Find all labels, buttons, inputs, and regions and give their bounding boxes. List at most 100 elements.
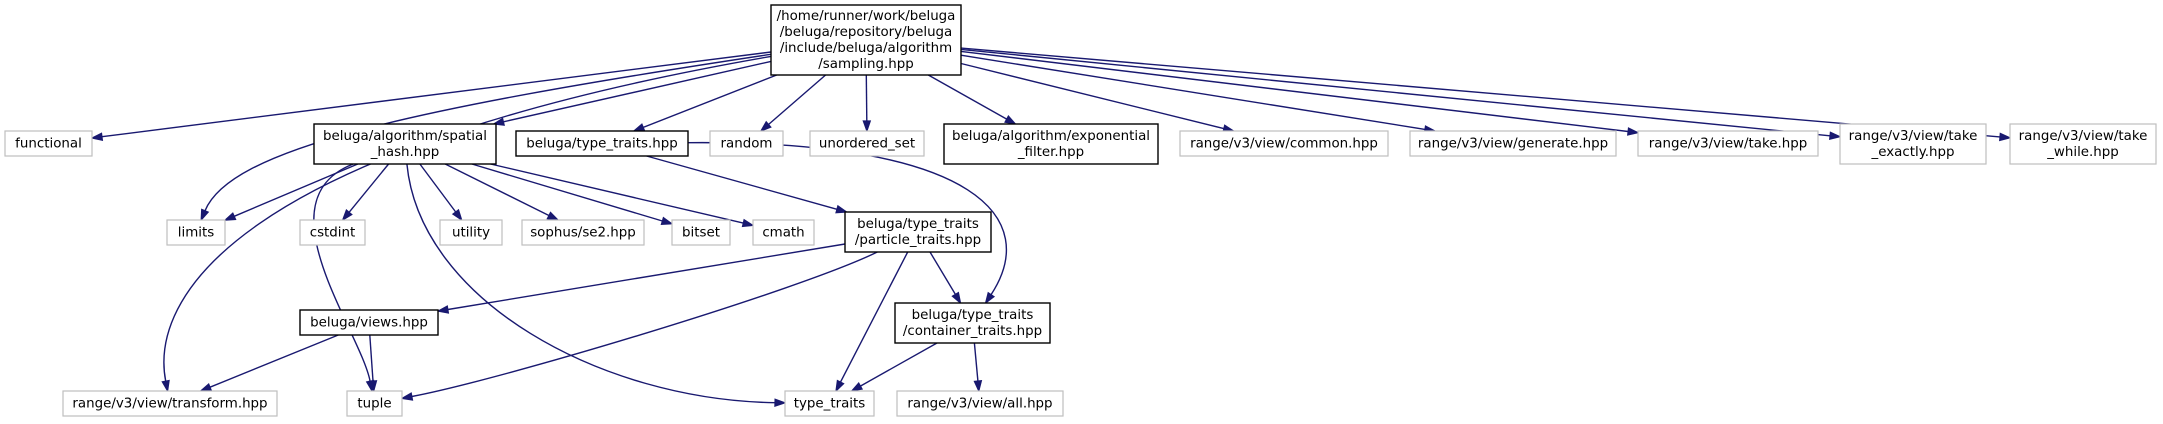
- node-label: random: [721, 137, 773, 152]
- arrowhead-icon: [774, 398, 787, 408]
- edge-root-to-view_take: [960, 50, 1640, 136]
- node-view_generate: range/v3/view/generate.hpp: [1409, 130, 1617, 157]
- edge-spatial_hash-to-cmath: [490, 163, 755, 228]
- edge-spatial_hash-to-std_type_traits: [406, 163, 787, 408]
- node-label: beluga/type_traits.hpp: [526, 137, 677, 152]
- node-cstdint: cstdint: [299, 219, 366, 246]
- arrowhead-icon: [850, 381, 864, 392]
- edge-particle_traits-to-std_type_traits: [835, 251, 909, 393]
- node-label: unordered_set: [819, 137, 915, 152]
- edge-views_hpp-to-tuple: [368, 334, 378, 393]
- node-type_traits_hpp[interactable]: beluga/type_traits.hpp: [515, 130, 689, 157]
- edge-line: [642, 74, 777, 129]
- edge-line: [960, 50, 1629, 133]
- node-sophus_se2: sophus/se2.hpp: [521, 219, 645, 246]
- edge-root-to-type_traits_hpp: [632, 74, 777, 132]
- edge-line: [406, 163, 776, 404]
- node-label: beluga/algorithm/spatial: [323, 129, 487, 144]
- arrowhead-icon: [451, 208, 463, 222]
- node-container_traits[interactable]: beluga/type_traits/container_traits.hpp: [894, 302, 1051, 344]
- node-view_common: range/v3/view/common.hpp: [1179, 130, 1389, 157]
- arrowhead-icon: [1999, 132, 2012, 142]
- node-label: cmath: [762, 226, 804, 241]
- edge-line: [927, 74, 1008, 120]
- edge-line: [839, 251, 909, 383]
- node-functional: functional: [4, 130, 93, 157]
- node-label: beluga/type_traits: [857, 217, 979, 232]
- edge-line: [490, 163, 744, 224]
- node-label: range/v3/view/take: [2019, 129, 2148, 144]
- edge-root-to-view_take_while: [960, 47, 2012, 142]
- edge-particle_traits-to-container_traits: [929, 251, 962, 305]
- node-particle_traits[interactable]: beluga/type_traits/particle_traits.hpp: [844, 211, 992, 253]
- edge-line: [929, 251, 957, 295]
- arrowhead-icon: [90, 132, 104, 141]
- edge-line: [960, 48, 1831, 137]
- edge-line: [687, 141, 1007, 295]
- arrowhead-icon: [862, 120, 872, 133]
- edge-spatial_hash-to-cstdint: [341, 163, 390, 222]
- edge-spatial_hash-to-tuple: [313, 163, 375, 393]
- edge-spatial_hash-to-utility: [419, 163, 463, 222]
- node-label: /beluga/repository/beluga: [780, 25, 953, 40]
- node-label: _hash.hpp: [370, 145, 440, 160]
- arrowhead-icon: [660, 216, 674, 225]
- node-view_take_while: range/v3/view/take_while.hpp: [2009, 123, 2157, 165]
- node-box: [1637, 130, 1819, 157]
- node-view_take: range/v3/view/take.hpp: [1637, 130, 1819, 157]
- node-box: [4, 130, 93, 157]
- node-box: [809, 130, 925, 157]
- node-box: [1839, 123, 1987, 165]
- node-view_all: range/v3/view/all.hpp: [896, 390, 1064, 417]
- node-exponential_filter[interactable]: beluga/algorithm/exponential_filter.hpp: [943, 123, 1159, 165]
- edge-line: [163, 55, 772, 382]
- arrowhead-icon: [161, 379, 170, 393]
- arrowhead-icon: [1004, 114, 1017, 125]
- node-label: /container_traits.hpp: [903, 324, 1042, 339]
- node-label: /include/beluga/algorithm: [780, 41, 952, 56]
- edge-particle_traits-to-views_hpp: [436, 243, 846, 314]
- arrowhead-icon: [984, 291, 996, 305]
- node-box: [166, 219, 226, 246]
- node-cmath: cmath: [752, 219, 815, 246]
- arrowhead-icon: [1627, 127, 1640, 136]
- node-label: sophus/se2.hpp: [530, 226, 636, 241]
- arrowhead-icon: [759, 120, 772, 133]
- node-spatial_hash[interactable]: beluga/algorithm/spatial_hash.hpp: [313, 123, 497, 165]
- node-views_hpp[interactable]: beluga/views.hpp: [299, 309, 439, 336]
- node-box: [299, 309, 439, 336]
- node-box: [1179, 130, 1389, 157]
- edge-root-to-view_generate: [960, 54, 1437, 134]
- node-label: range/v3/view/take: [1849, 129, 1978, 144]
- node-label: range/v3/view/take.hpp: [1649, 137, 1807, 152]
- edge-line: [865, 74, 868, 122]
- node-random: random: [709, 130, 784, 157]
- edge-spatial_hash-to-sophus_se2: [444, 163, 560, 221]
- node-box: [521, 219, 645, 246]
- edges-layer: [90, 47, 2012, 408]
- edge-root-to-exponential_filter: [927, 74, 1017, 125]
- arrowhead-icon: [400, 392, 414, 401]
- edge-line: [471, 163, 663, 222]
- node-label: _filter.hpp: [1017, 145, 1084, 160]
- node-root[interactable]: /home/runner/work/beluga/beluga/reposito…: [770, 4, 962, 76]
- edge-line: [411, 251, 878, 398]
- arrowhead-icon: [741, 218, 755, 228]
- node-box: [844, 211, 992, 253]
- edge-line: [646, 155, 838, 210]
- node-label: /sampling.hpp: [818, 57, 913, 72]
- node-label: /home/runner/work/beluga: [777, 9, 956, 24]
- node-box: [313, 123, 497, 165]
- arrowhead-icon: [436, 305, 450, 314]
- node-box: [752, 219, 815, 246]
- node-std_type_traits: type_traits: [784, 390, 875, 417]
- node-label: beluga/type_traits: [912, 308, 1034, 323]
- node-box: [896, 390, 1064, 417]
- edge-root-to-functional: [90, 51, 772, 141]
- node-label: cstdint: [310, 226, 356, 241]
- edge-views_hpp-to-view_transform: [199, 334, 339, 392]
- node-utility: utility: [439, 219, 503, 246]
- edge-type_traits_hpp-to-particle_traits: [646, 155, 849, 214]
- edge-root-to-view_transform: [161, 55, 772, 393]
